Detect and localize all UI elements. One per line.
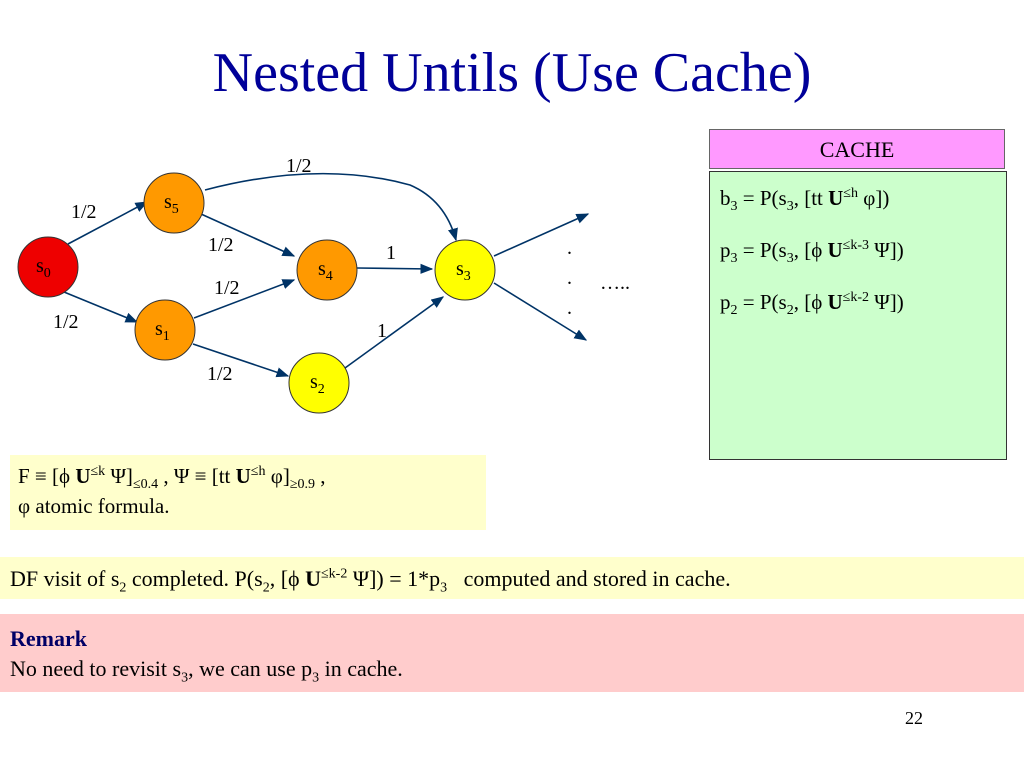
edge-label-s1-s4: 1/2 bbox=[214, 277, 240, 299]
edge-label-s5-s4: 1/2 bbox=[208, 234, 234, 256]
edge-s5-s4 bbox=[200, 213, 296, 257]
node-s5-base: s bbox=[164, 191, 172, 213]
ellipsis: ….. bbox=[600, 272, 630, 294]
edge-label-s5-s3: 1/2 bbox=[286, 155, 312, 177]
formula-box: F ≡ [ϕ U≤k Ψ]≤0.4 , Ψ ≡ [tt U≤h φ]≥0.9 ,… bbox=[10, 455, 486, 530]
edge-s0-s1 bbox=[63, 291, 139, 323]
edge-s5-s3 bbox=[204, 172, 458, 242]
edge-s1-s4 bbox=[193, 279, 296, 319]
node-s2-base: s bbox=[310, 371, 318, 393]
cache-entry-b3: b3 = P(s3, [tt U≤h φ]) bbox=[720, 186, 890, 215]
df-visit-note: DF visit of s2 completed. P(s2, [ϕ U≤k-2… bbox=[0, 557, 1024, 599]
node-s2-circle bbox=[288, 352, 350, 414]
edge-s3-out-1 bbox=[493, 213, 590, 257]
svg-text:s2: s2 bbox=[310, 371, 325, 397]
edge-s0-s5 bbox=[67, 201, 149, 245]
cache-panel: b3 = P(s3, [tt U≤h φ]) p3 = P(s3, [ϕ U≤k… bbox=[709, 171, 1007, 460]
dot-2: . bbox=[567, 267, 572, 289]
cache-header: CACHE bbox=[709, 129, 1005, 169]
svg-text:s5: s5 bbox=[164, 191, 179, 217]
svg-text:s3: s3 bbox=[456, 258, 471, 284]
node-s0-base: s bbox=[36, 255, 44, 277]
svg-text:s0: s0 bbox=[36, 255, 51, 281]
page-title: Nested Untils (Use Cache) bbox=[212, 42, 812, 104]
node-s4-circle bbox=[296, 239, 358, 301]
node-s4-sub: 4 bbox=[326, 269, 333, 284]
node-s0-sub: 0 bbox=[44, 266, 51, 281]
node-s3-circle bbox=[434, 239, 496, 301]
node-s5-circle bbox=[143, 172, 205, 234]
node-s5: s5 bbox=[143, 172, 205, 234]
dot-1: . bbox=[567, 237, 572, 259]
svg-text:s1: s1 bbox=[155, 318, 170, 344]
node-s1-base: s bbox=[155, 318, 163, 340]
node-s5-sub: 5 bbox=[172, 202, 179, 217]
node-s3: s3 bbox=[434, 239, 496, 301]
node-s4-base: s bbox=[318, 258, 326, 280]
edge-s1-s2 bbox=[192, 343, 290, 378]
svg-text:s4: s4 bbox=[318, 258, 333, 284]
formula-line-1: F ≡ [ϕ U≤k Ψ]≤0.4 , Ψ ≡ [tt U≤h φ]≥0.9 , bbox=[18, 464, 326, 493]
edge-label-s0-s1: 1/2 bbox=[53, 311, 79, 333]
edge-label-s2-s3: 1 bbox=[377, 320, 387, 342]
node-s1: s1 bbox=[134, 299, 196, 361]
edge-s3-out-2 bbox=[493, 282, 588, 341]
cache-entry-p3: p3 = P(s3, [ϕ U≤k-3 Ψ]) bbox=[720, 238, 904, 267]
node-s3-sub: 3 bbox=[464, 269, 471, 284]
dot-3: . bbox=[567, 297, 572, 319]
edge-label-s0-s5: 1/2 bbox=[71, 201, 97, 223]
remark-text: No need to revisit s3, we can use p3 in … bbox=[10, 656, 403, 686]
edge-label-s1-s2: 1/2 bbox=[207, 363, 233, 385]
cache-entry-p2: p2 = P(s2, [ϕ U≤k-2 Ψ]) bbox=[720, 290, 904, 319]
edge-label-s4-s3: 1 bbox=[386, 242, 396, 264]
node-s3-base: s bbox=[456, 258, 464, 280]
edge-s4-s3 bbox=[356, 263, 434, 274]
node-s0-circle bbox=[17, 236, 79, 298]
node-s1-sub: 1 bbox=[163, 329, 170, 344]
node-s4: s4 bbox=[296, 239, 358, 301]
edge-s2-s3 bbox=[344, 296, 445, 369]
remark-title: Remark bbox=[10, 626, 87, 651]
node-s0: s0 bbox=[17, 236, 79, 298]
page-number: 22 bbox=[905, 708, 923, 728]
formula-line-2: φ atomic formula. bbox=[18, 494, 170, 518]
remark-box: Remark No need to revisit s3, we can use… bbox=[0, 614, 1024, 692]
node-s2: s2 bbox=[288, 352, 350, 414]
node-s1-circle bbox=[134, 299, 196, 361]
node-s2-sub: 2 bbox=[318, 382, 325, 397]
